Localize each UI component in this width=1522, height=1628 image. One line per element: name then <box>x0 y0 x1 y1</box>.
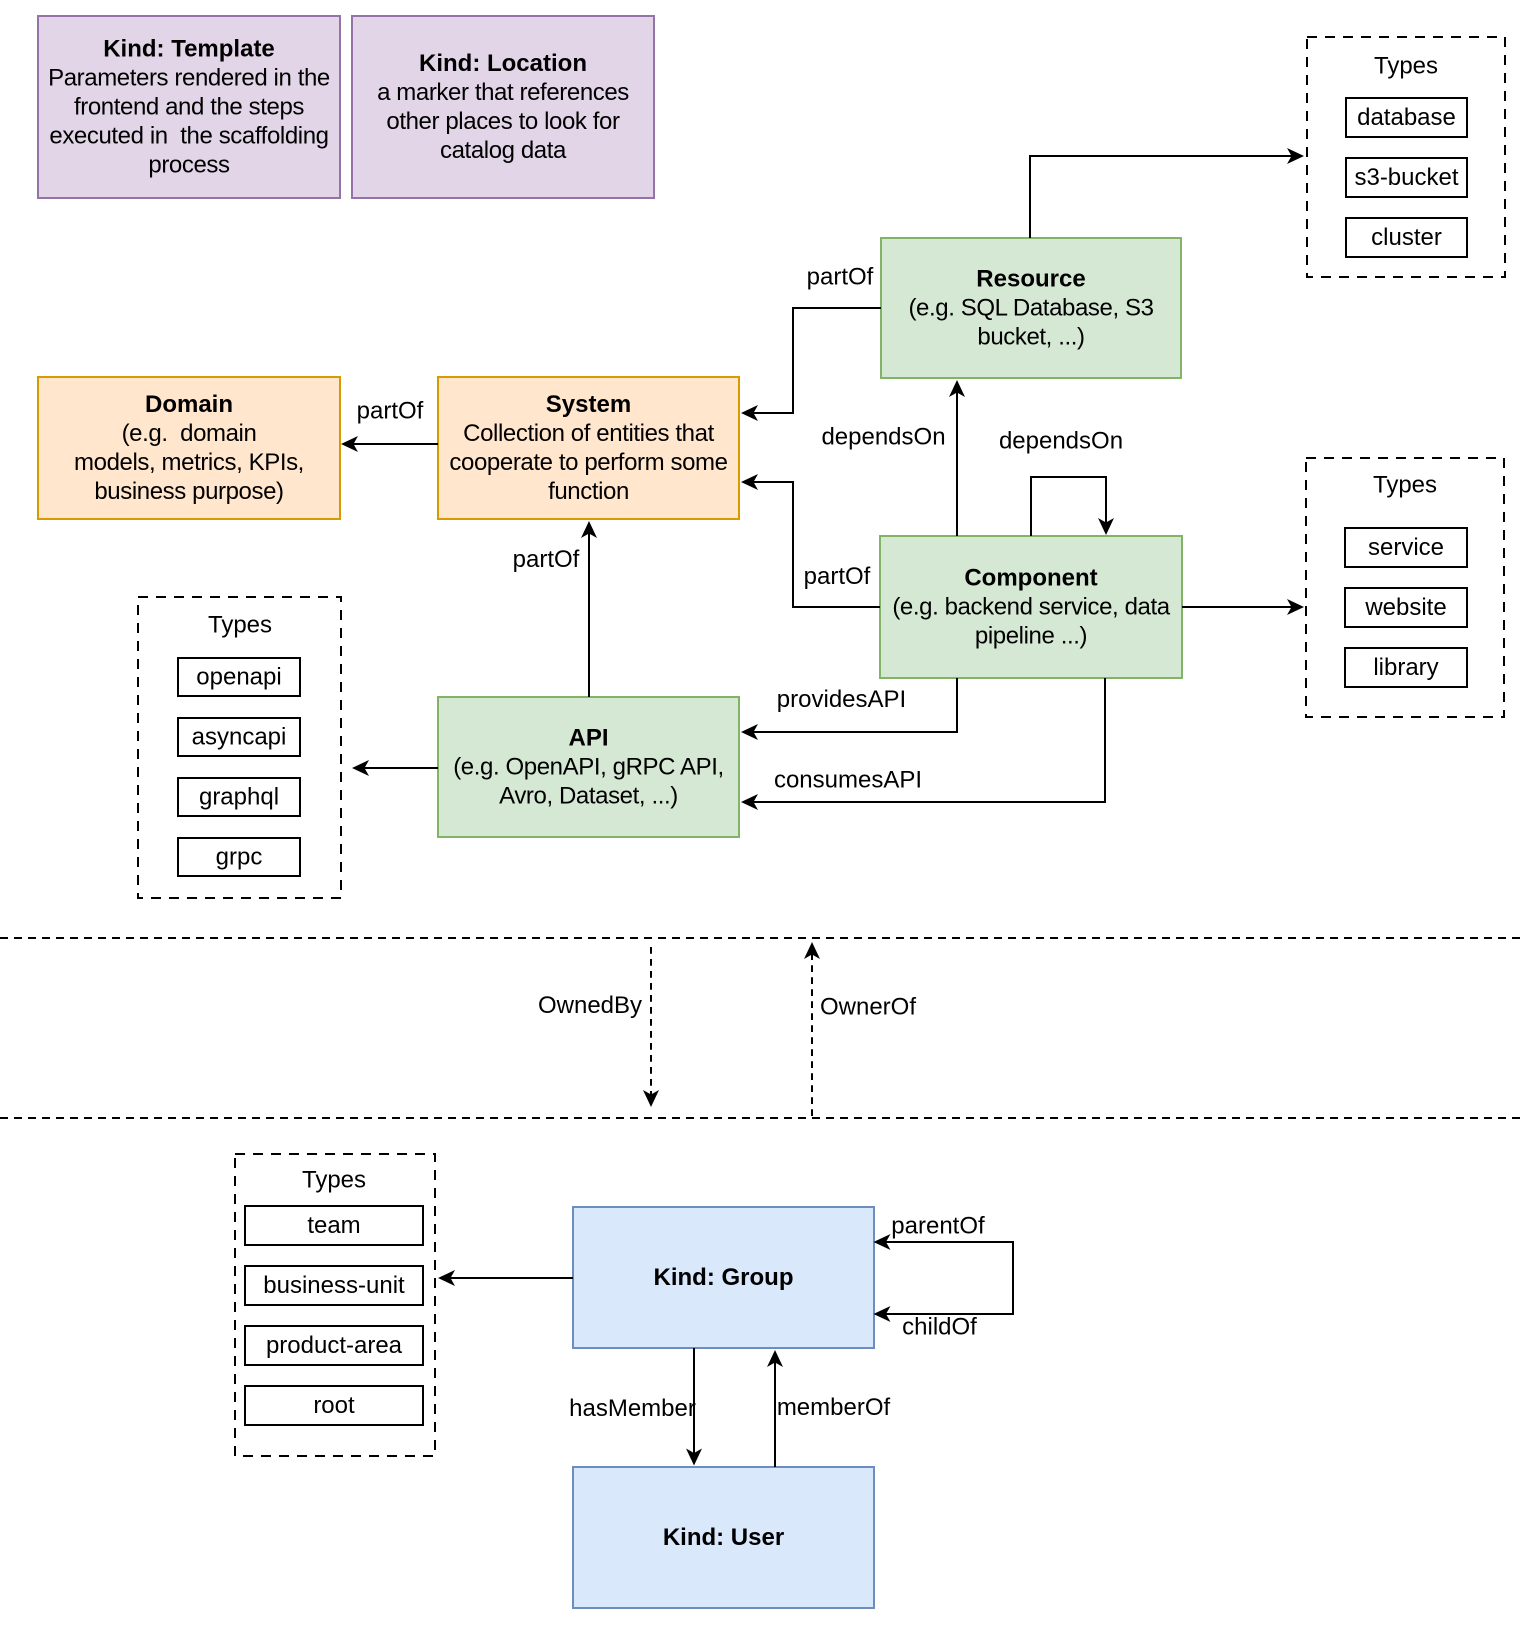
svg-text:Resource: Resource <box>976 266 1085 293</box>
svg-text:partOf: partOf <box>357 398 424 425</box>
svg-text:a marker that references: a marker that references <box>377 79 629 106</box>
svg-text:dependsOn: dependsOn <box>999 428 1123 455</box>
svg-text:consumesAPI: consumesAPI <box>774 767 922 794</box>
svg-text:s3-bucket: s3-bucket <box>1354 164 1458 191</box>
svg-text:Kind: Group: Kind: Group <box>654 1264 794 1291</box>
svg-text:OwnerOf: OwnerOf <box>820 994 916 1021</box>
svg-text:service: service <box>1368 534 1444 561</box>
svg-text:business purpose): business purpose) <box>94 478 283 505</box>
svg-text:asyncapi: asyncapi <box>192 724 287 751</box>
svg-text:graphql: graphql <box>199 784 279 811</box>
svg-text:(e.g. backend service, data: (e.g. backend service, data <box>892 594 1170 621</box>
svg-text:cluster: cluster <box>1371 224 1442 251</box>
svg-text:Component: Component <box>964 565 1097 592</box>
svg-text:memberOf: memberOf <box>777 1394 891 1421</box>
svg-text:library: library <box>1373 654 1438 681</box>
svg-text:business-unit: business-unit <box>263 1272 405 1299</box>
svg-text:root: root <box>313 1392 355 1419</box>
svg-text:Types: Types <box>208 612 272 639</box>
svg-text:function: function <box>548 478 629 505</box>
svg-text:partOf: partOf <box>513 546 580 573</box>
svg-text:(e.g. OpenAPI, gRPC API,: (e.g. OpenAPI, gRPC API, <box>453 754 724 781</box>
svg-text:openapi: openapi <box>196 664 281 691</box>
svg-text:database: database <box>1357 104 1456 131</box>
svg-text:catalog data: catalog data <box>440 137 567 164</box>
svg-text:Kind: Location: Kind: Location <box>419 50 587 77</box>
svg-text:other places to look for: other places to look for <box>386 108 620 135</box>
svg-text:System: System <box>546 391 631 418</box>
svg-text:grpc: grpc <box>216 844 263 871</box>
svg-text:Collection of entities that: Collection of entities that <box>463 420 714 447</box>
svg-text:partOf: partOf <box>807 264 874 291</box>
svg-text:Types: Types <box>302 1167 366 1194</box>
svg-text:cooperate to perform some: cooperate to perform some <box>449 449 727 476</box>
svg-text:Types: Types <box>1374 53 1438 80</box>
svg-text:parentOf: parentOf <box>891 1213 985 1240</box>
svg-text:childOf: childOf <box>902 1314 977 1341</box>
svg-text:API: API <box>568 725 608 752</box>
svg-text:website: website <box>1364 594 1446 621</box>
svg-text:providesAPI: providesAPI <box>777 686 906 713</box>
svg-text:Domain: Domain <box>145 391 233 418</box>
svg-text:Avro, Dataset, ...): Avro, Dataset, ...) <box>499 783 678 810</box>
svg-text:Kind: Template: Kind: Template <box>103 36 275 63</box>
svg-text:Parameters rendered in the: Parameters rendered in the <box>48 65 330 92</box>
svg-text:frontend and the steps: frontend and the steps <box>74 94 304 121</box>
svg-text:Kind: User: Kind: User <box>663 1524 784 1551</box>
svg-text:dependsOn: dependsOn <box>821 424 945 451</box>
svg-text:(e.g. domain: (e.g. domain <box>122 420 257 447</box>
svg-text:process: process <box>148 152 230 179</box>
svg-text:bucket, ...): bucket, ...) <box>977 324 1084 351</box>
svg-text:team: team <box>307 1212 360 1239</box>
svg-text:product-area: product-area <box>266 1332 403 1359</box>
svg-text:OwnedBy: OwnedBy <box>538 992 642 1019</box>
svg-text:executed in the scaffolding: executed in the scaffolding <box>49 123 328 150</box>
svg-text:Types: Types <box>1373 472 1437 499</box>
svg-text:pipeline ...): pipeline ...) <box>975 623 1087 650</box>
svg-text:models, metrics, KPIs,: models, metrics, KPIs, <box>74 449 304 476</box>
svg-text:(e.g. SQL Database, S3: (e.g. SQL Database, S3 <box>908 295 1153 322</box>
svg-text:partOf: partOf <box>804 563 871 590</box>
svg-text:hasMember: hasMember <box>569 1395 696 1422</box>
